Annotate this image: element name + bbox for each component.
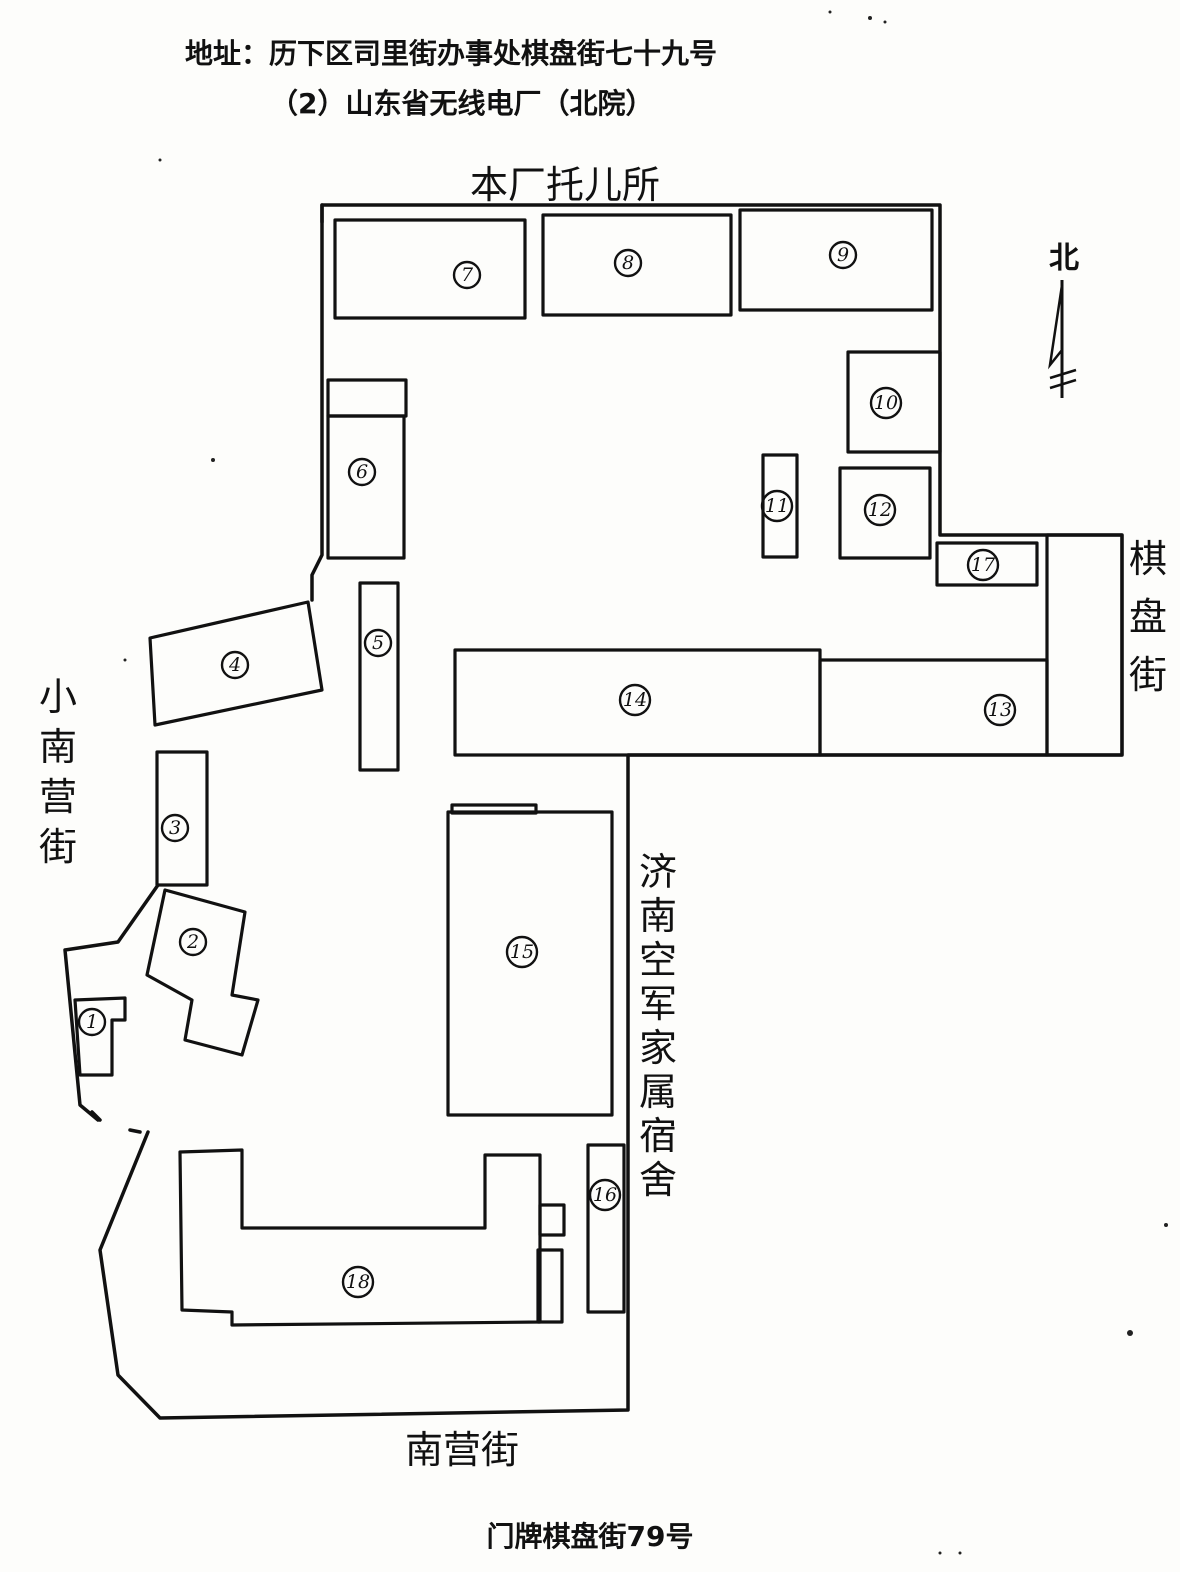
building-number-6: 6: [356, 461, 368, 483]
building-marker-circle-16: [588, 1178, 622, 1212]
building-marker-circle-11: [760, 489, 794, 523]
building-marker-circle-8: [613, 248, 643, 278]
building-18: [935, 541, 1039, 587]
building-number-5: 5: [372, 632, 384, 654]
building-marker-circle-10: [869, 386, 903, 420]
north-label: 北: [1049, 241, 1079, 276]
street-label-bottom: 南营街: [405, 1428, 519, 1472]
site-boundary-west: [310, 203, 324, 602]
building-19-annex-top: [538, 1203, 566, 1237]
footer-caption: 门牌棋盘街79号: [486, 1520, 694, 1553]
building-number-18: 18: [346, 1271, 370, 1293]
building-6: [326, 414, 406, 560]
building-number-15: 15: [510, 941, 534, 963]
building-17: [586, 1143, 626, 1314]
building-number-11: 11: [765, 495, 789, 517]
building-19: [178, 1148, 542, 1327]
building-15: [453, 648, 822, 757]
factory-title: （2）山东省无线电厂（北院）: [270, 87, 654, 120]
street-label-left: 小南营街: [39, 675, 77, 869]
site-boundary-southwest: [63, 883, 160, 1122]
building-number-9: 9: [837, 244, 849, 266]
building-marker-circle-1: [77, 1007, 107, 1037]
building-12: [838, 466, 932, 560]
building-marker-circle-9: [828, 240, 858, 270]
building-marker-circle-15: [505, 935, 539, 969]
building-marker-circle-17: [966, 548, 1000, 582]
building-number-17: 17: [971, 554, 996, 576]
building-marker-circle-7: [452, 260, 482, 290]
building-10: [846, 350, 942, 454]
street-label-top: 本厂托儿所: [470, 163, 660, 207]
building-number-2: 2: [186, 931, 199, 953]
scan-specks: [123, 10, 1168, 1555]
building-number-10: 10: [874, 392, 898, 414]
building-5: [358, 581, 400, 772]
building-19-annex-bottom: [536, 1248, 564, 1324]
building-marker-circle-18: [341, 1265, 375, 1299]
street-label-right-middle: 济南空军家属宿舍: [639, 850, 677, 1202]
building-marker-circle-13: [983, 693, 1017, 727]
building-8: [541, 213, 733, 317]
building-number-7: 7: [461, 264, 474, 286]
building-number-13: 13: [988, 699, 1012, 721]
address-header: 地址：历下区司里街办事处棋盘街七十九号: [185, 37, 718, 70]
building-16-roof: [450, 803, 538, 815]
gate-post: [90, 1110, 102, 1122]
building-9: [738, 208, 934, 312]
street-label-right-top: 棋盘街: [1129, 537, 1167, 697]
building-number-16: 16: [593, 1184, 617, 1206]
building-marker-circle-5: [363, 628, 393, 658]
building-4: [148, 600, 324, 727]
building-marker-circle-3: [160, 813, 190, 843]
building-6-annex: [326, 378, 408, 418]
building-marker-circle-6: [347, 457, 377, 487]
building-marker-circle-4: [220, 650, 250, 680]
gate-post: [128, 1128, 142, 1134]
building-7: [333, 218, 527, 320]
building-1: [73, 996, 127, 1077]
building-marker-circle-12: [863, 493, 897, 527]
building-number-14: 14: [623, 689, 647, 711]
building-number-1: 1: [86, 1011, 98, 1033]
building-3: [155, 750, 209, 887]
building-marker-circle-2: [178, 927, 208, 957]
building-right-tall: [1045, 533, 1124, 757]
building-2: [145, 888, 260, 1057]
building-marker-circle-14: [618, 683, 652, 717]
building-number-12: 12: [868, 499, 892, 521]
north-arrow-icon: 北: [1048, 241, 1079, 398]
building-number-8: 8: [622, 252, 634, 274]
building-number-4: 4: [228, 654, 241, 676]
building-14: [818, 658, 1049, 757]
building-number-3: 3: [169, 817, 181, 839]
